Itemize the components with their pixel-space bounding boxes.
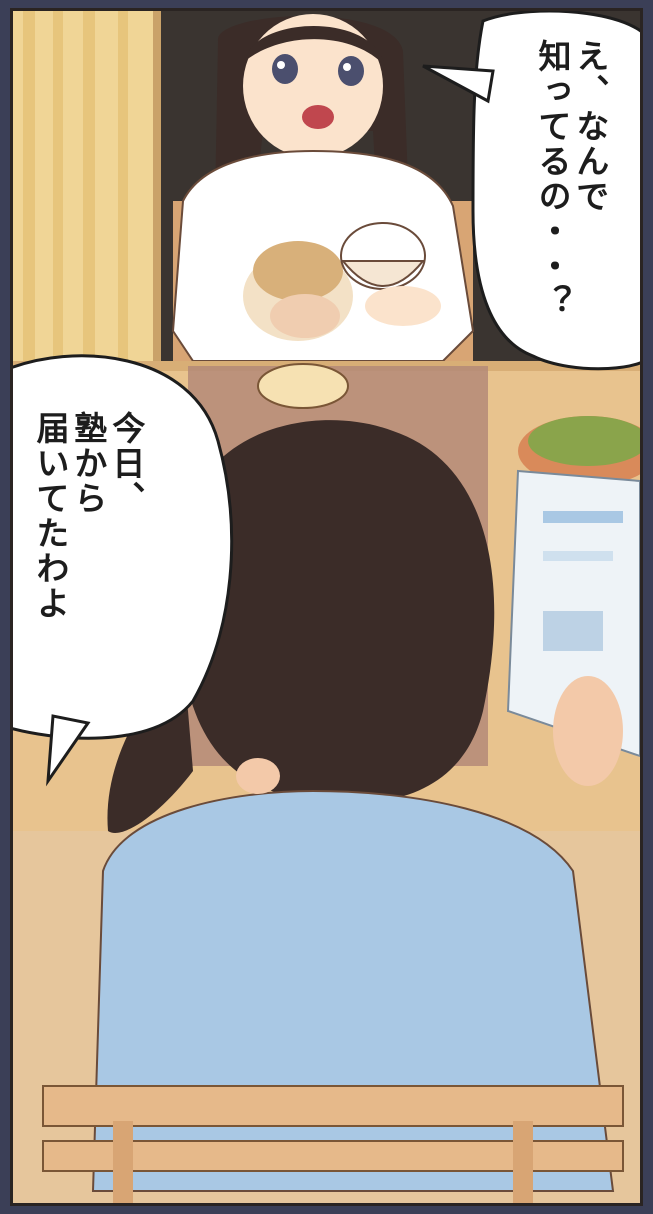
speech-bubble-1-text: え、なんで 知ってるの・・？ xyxy=(532,39,610,349)
tea-cup xyxy=(257,363,349,409)
comic-panel: え、なんで 知ってるの・・？ 今日、 塾から 届いてたわよ xyxy=(10,8,643,1206)
comic-illustration xyxy=(13,11,640,1203)
bubble-2-line-3: 届いてたわよ xyxy=(30,411,70,621)
speech-bubble-left xyxy=(13,354,234,740)
chair xyxy=(42,1085,624,1203)
curtain xyxy=(13,11,161,371)
bubble-2-line-2: 塾から xyxy=(68,411,108,516)
speech-bubble-top-right xyxy=(471,11,640,371)
girl-eye-right xyxy=(338,56,364,86)
girl-hand xyxy=(365,286,441,326)
girl-face xyxy=(243,14,383,158)
mother-ear xyxy=(236,758,280,794)
bubble-1-line-2: 知ってるの・・？ xyxy=(532,39,572,319)
mother-hair xyxy=(183,420,495,804)
bubble-2-line-1: 今日、 xyxy=(106,411,146,516)
girl-eye-left xyxy=(272,54,298,84)
mother-shirt xyxy=(91,789,615,1192)
speech-bubble-2-text: 今日、 塾から 届いてたわよ xyxy=(30,411,146,711)
girl-mouth xyxy=(302,105,334,129)
rice-bowl xyxy=(340,222,426,290)
mother-hand xyxy=(553,676,623,786)
bubble-1-line-1: え、なんで xyxy=(570,39,610,214)
